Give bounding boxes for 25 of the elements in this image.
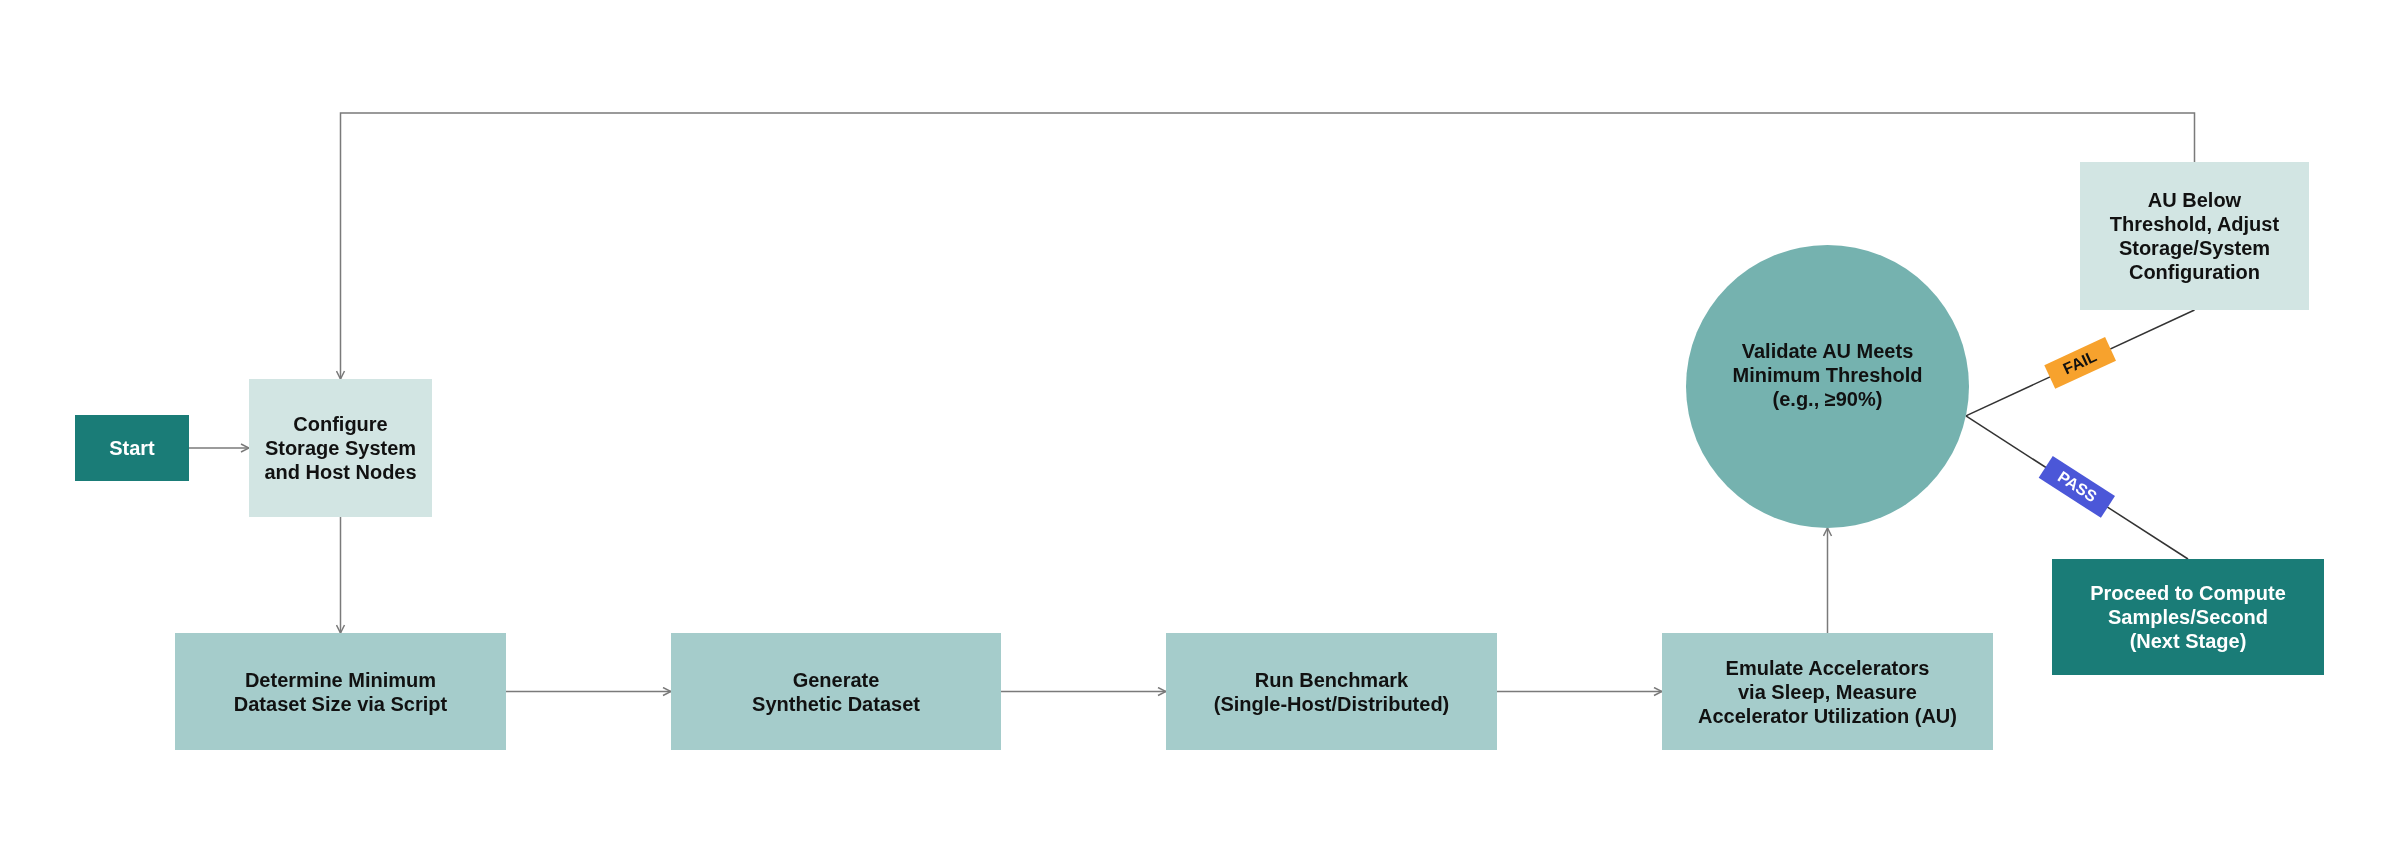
process-box bbox=[2052, 559, 2324, 675]
process-box bbox=[175, 633, 506, 750]
arrow bbox=[335, 516, 346, 634]
step-label: Run Benchmark (Single-Host/Distributed) bbox=[1212, 667, 1451, 716]
edge-label: FAIL bbox=[2044, 337, 2116, 389]
step-label: Configure Storage System and Host Nodes bbox=[263, 412, 418, 484]
step-label: Emulate Accelerators via Sleep, Measure Accelerator Utilization (AU) bbox=[1697, 655, 1958, 728]
process-box bbox=[1166, 633, 1497, 750]
step-label: Generate Synthetic Dataset bbox=[751, 667, 921, 716]
process-box bbox=[75, 415, 189, 481]
arrow bbox=[1000, 686, 1167, 697]
step-label: Determine Minimum Dataset Size via Script bbox=[232, 667, 449, 716]
step-label: Start bbox=[109, 436, 155, 460]
process-box bbox=[2080, 162, 2309, 310]
arrow bbox=[505, 686, 672, 697]
step-label: Validate AU Meets Minimum Threshold (e.g., ≥90%) bbox=[1731, 338, 1924, 411]
step-label: AU Below Threshold, Adjust Storage/System Configuration bbox=[2108, 188, 2281, 284]
arrow bbox=[1822, 527, 1833, 634]
arrow bbox=[335, 112, 2196, 380]
process-box bbox=[1662, 633, 1993, 750]
process-box bbox=[671, 633, 1001, 750]
step-label: Proceed to Compute Samples/Second (Next Stage) bbox=[2089, 581, 2287, 653]
process-box bbox=[249, 379, 432, 517]
arrow bbox=[188, 443, 250, 453]
arrow bbox=[1496, 686, 1663, 697]
